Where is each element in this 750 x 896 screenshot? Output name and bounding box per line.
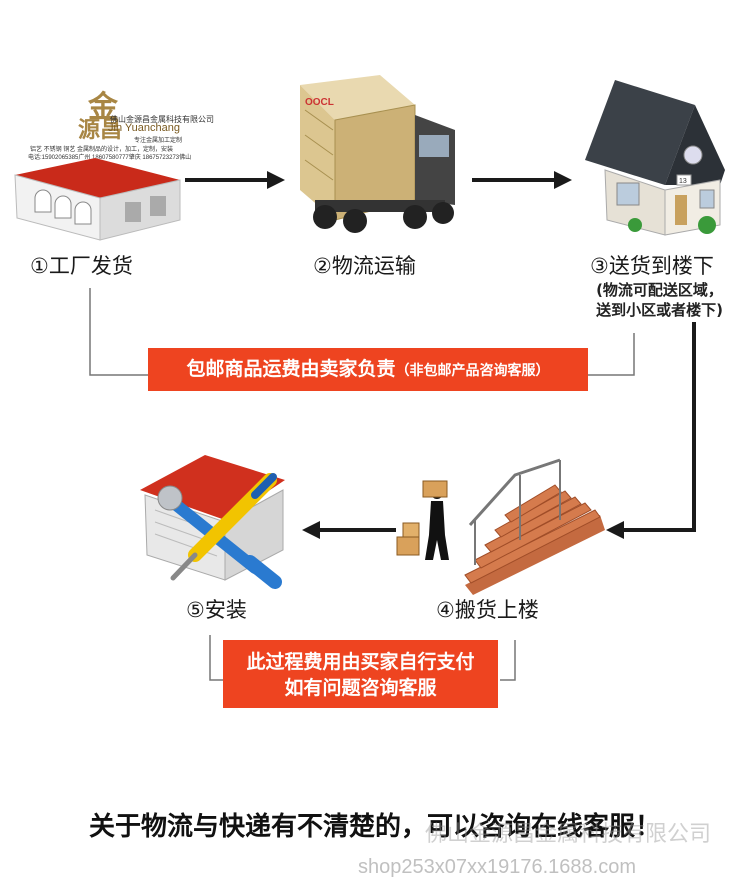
step4-label: ④搬货上楼 (436, 594, 539, 624)
overlay-watermark: 佛山金源昌金属科技有限公司 (425, 816, 711, 848)
buyer-fee-banner: 此过程费用由买家自行支付 如有问题咨询客服 (223, 640, 498, 708)
step5-label: ⑤安装 (186, 594, 247, 624)
arrow-stairs-to-install (300, 518, 400, 542)
shop-watermark: shop253x07xx19176.1688.com (358, 856, 636, 879)
install-illustration (135, 450, 300, 590)
banner-bottom-line1: 此过程费用由买家自行支付 (223, 649, 498, 675)
banner-bottom-line2: 如有问题咨询客服 (223, 675, 498, 701)
stairs-illustration (395, 455, 610, 595)
